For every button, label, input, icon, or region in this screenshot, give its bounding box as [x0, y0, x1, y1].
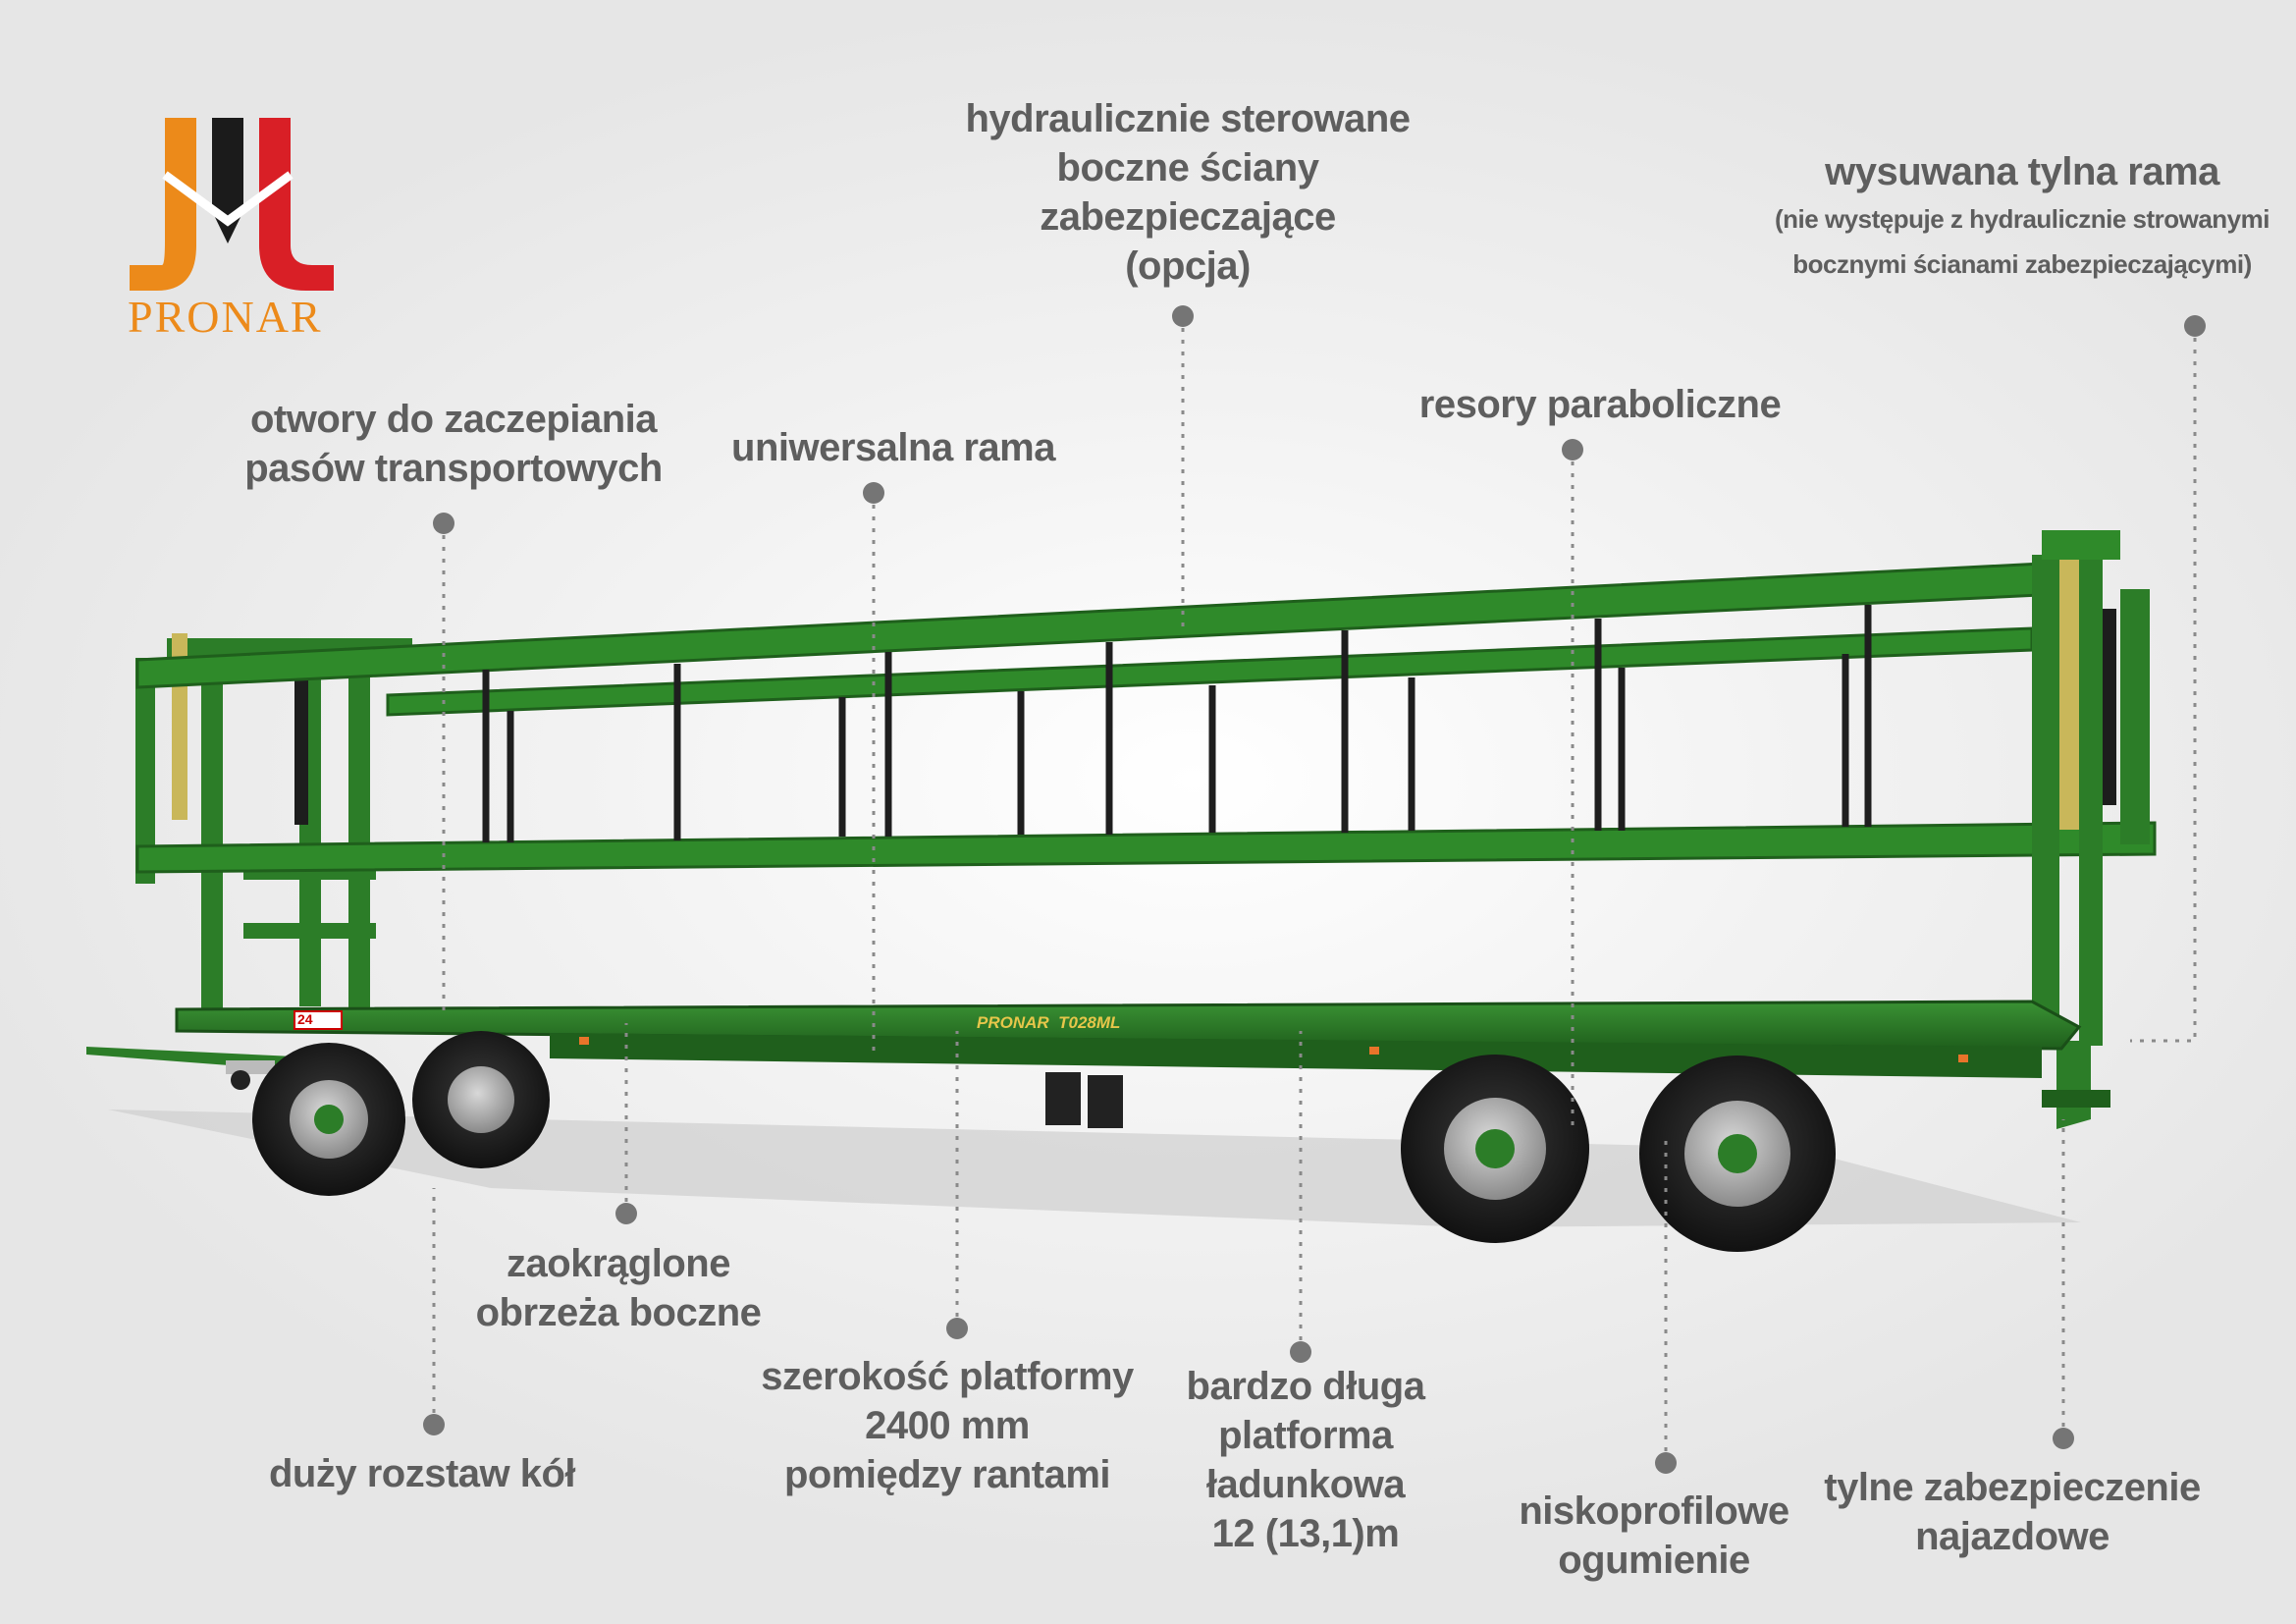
ground-shadow: [108, 1110, 2081, 1227]
product-plate: PRONAR T028ML: [977, 1013, 1121, 1032]
rear-wheel-1: [1401, 1055, 1589, 1243]
leader-dots: [423, 305, 2206, 1474]
label-long-platform: bardzo długa platforma ładunkowa 12 (13,…: [1186, 1365, 1425, 1555]
drawbar: [86, 1047, 294, 1090]
front-frame: [135, 633, 412, 1011]
rear-wheel-2: [1639, 1056, 1836, 1252]
label-rear-frame: wysuwana tylna rama (nie występuje z hyd…: [1775, 150, 2269, 279]
label-universal-frame: uniwersalna rama: [731, 426, 1055, 469]
rear-frame: [2032, 530, 2150, 1129]
wall-uprights: [482, 605, 1872, 842]
chassis: [550, 1033, 2042, 1078]
bottom-rail: [135, 821, 2157, 874]
label-side-walls: hydraulicznie sterowane boczne ściany za…: [965, 97, 1411, 288]
logo-orange-stroke: [130, 118, 196, 291]
label-wheel-track: duży rozstaw kół: [268, 1452, 576, 1495]
label-low-profile-tires: niskoprofilowe ogumienie: [1519, 1489, 1789, 1582]
plate-badge: [294, 1010, 343, 1030]
logo-red-stroke: [259, 118, 334, 291]
label-rounded-edges: zaokrąglone obrzeża boczne: [475, 1242, 762, 1334]
pronar-logo: [130, 118, 334, 291]
label-rear-guard: tylne zabezpieczenie najazdowe: [1824, 1466, 2201, 1558]
front-wheel-rear: [412, 1031, 550, 1168]
platform-deck: [175, 1000, 2082, 1051]
support-legs: [1045, 1072, 1123, 1128]
logo-chevron: [162, 171, 294, 227]
label-parabolic-springs: resory paraboliczne: [1418, 383, 1782, 426]
logo-wordmark: PRONAR: [128, 292, 323, 342]
label-strap-holes: otwory do zaczepiania pasów transportowy…: [244, 398, 663, 490]
product-badge: 24: [297, 1011, 313, 1027]
leader-lines: [432, 316, 2197, 1463]
label-platform-width: szerokość platformy 2400 mm pomiędzy ran…: [761, 1355, 1134, 1496]
front-wheel: [252, 1043, 405, 1196]
